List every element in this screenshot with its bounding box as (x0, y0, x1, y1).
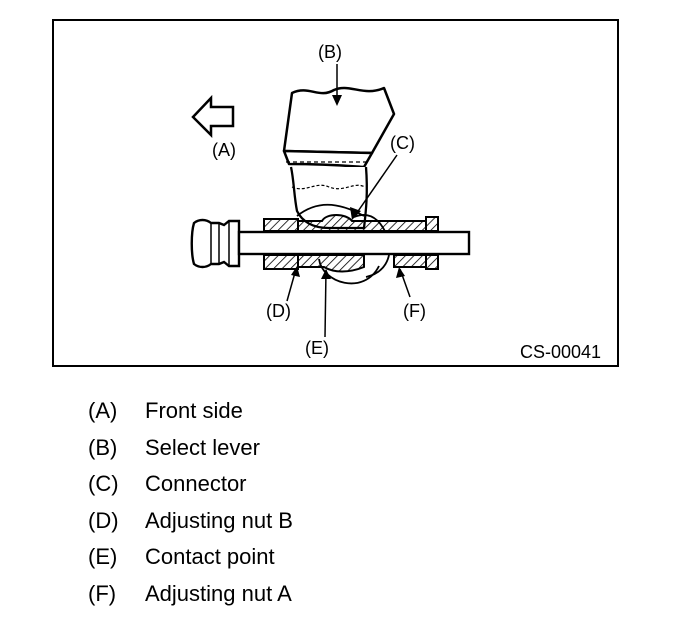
cable-assembly (190, 214, 471, 285)
front-side-arrow-icon (191, 94, 235, 139)
callout-b-leader (332, 64, 342, 106)
legend-key: (C) (88, 471, 119, 497)
legend-key: (B) (88, 434, 118, 460)
figure-frame: (A) (B) (52, 19, 619, 367)
legend-text: Contact point (145, 544, 275, 570)
callout-c-leader (350, 154, 398, 220)
figure-code: CS-00041 (520, 342, 601, 362)
callout-f: (F) (403, 301, 426, 321)
callout-d: (D) (266, 301, 291, 321)
select-cable-diagram: (A) (B) (190, 42, 601, 362)
legend-item: (D) Adjusting nut B (88, 503, 293, 540)
legend-text: Front side (145, 398, 243, 424)
legend-key: (E) (88, 544, 118, 570)
legend-text: Adjusting nut B (145, 507, 293, 533)
callout-a: (A) (212, 140, 236, 160)
legend-text: Adjusting nut A (145, 580, 292, 606)
callout-d-leader (286, 266, 300, 302)
callout-f-leader (396, 267, 411, 298)
legend-item: (B) Select lever (88, 430, 293, 467)
legend-text: Select lever (145, 434, 260, 460)
legend-key: (D) (88, 507, 119, 533)
callout-b: (B) (318, 42, 342, 62)
callout-e-leader (321, 269, 331, 338)
legend-item: (C) Connector (88, 466, 293, 503)
legend-item: (E) Contact point (88, 539, 293, 576)
select-lever-shape (282, 86, 396, 230)
legend-text: Connector (145, 471, 247, 497)
legend-item: (A) Front side (88, 393, 293, 430)
legend-item: (F) Adjusting nut A (88, 576, 293, 613)
legend-key: (A) (88, 398, 118, 424)
legend-list: (A) Front side (B) Select lever (C) Conn… (88, 393, 293, 612)
legend-key: (F) (88, 580, 117, 606)
callout-c: (C) (390, 133, 415, 153)
callout-e: (E) (305, 338, 329, 358)
